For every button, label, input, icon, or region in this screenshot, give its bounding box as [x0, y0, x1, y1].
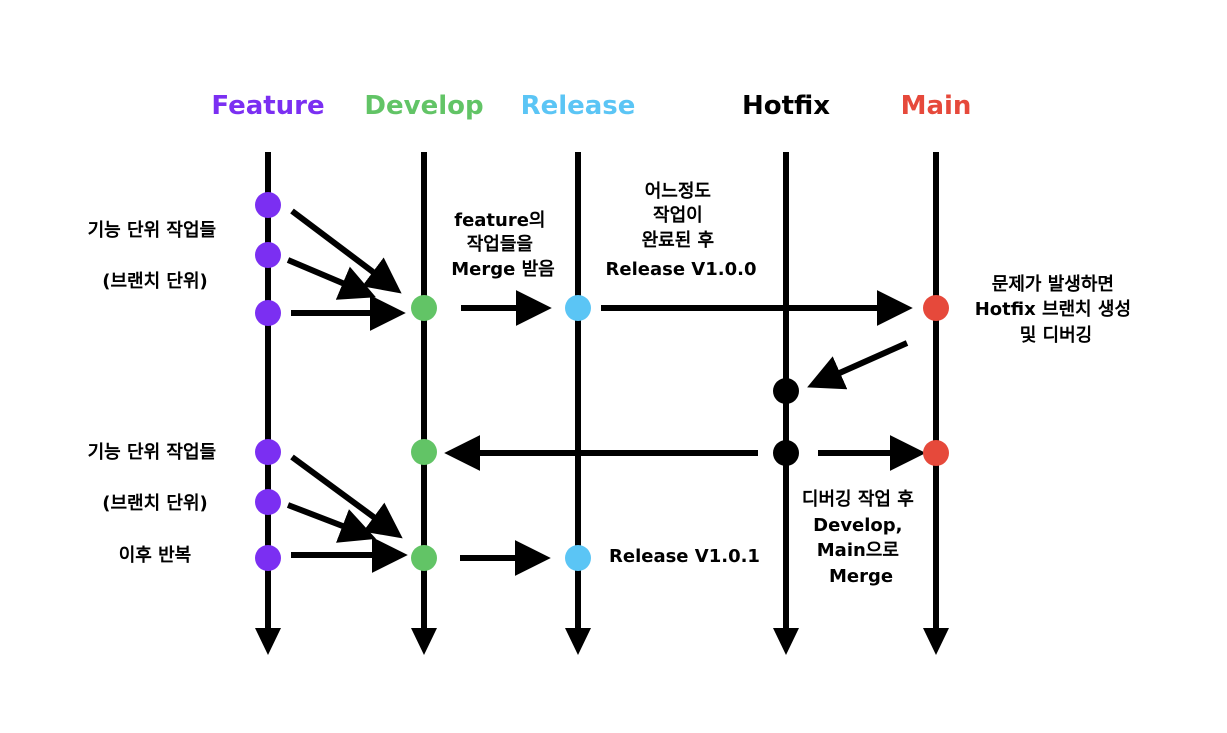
lane-title-main: Main: [901, 91, 972, 121]
note-hotfix-merge: 디버깅 작업 후 Develop, Main으로 Merge: [802, 489, 920, 587]
lane-arrowhead-hotfix: [773, 628, 799, 655]
note-release-2: Release V1.0.1: [609, 546, 760, 567]
hotfix-commit-node: [773, 440, 799, 466]
lane-arrowhead-develop: [411, 628, 437, 655]
main-commit-node: [923, 295, 949, 321]
arrow-feature5-to-develop: [286, 502, 377, 543]
flow-arrows: [286, 208, 926, 576]
release-commit-node: [565, 295, 591, 321]
lane-title-feature: Feature: [211, 91, 324, 121]
develop-commit-node: [411, 439, 437, 465]
lane-title-hotfix: Hotfix: [742, 91, 830, 121]
feature-commit-node: [255, 545, 281, 571]
arrow-feature1-to-develop: [290, 208, 402, 294]
lane-arrowhead-main: [923, 628, 949, 655]
feature-commit-node: [255, 192, 281, 218]
main-commit-node: [923, 440, 949, 466]
release-commit-node: [565, 545, 591, 571]
commit-nodes: [255, 192, 949, 571]
feature-commit-node: [255, 489, 281, 515]
hotfix-commit-node: [773, 378, 799, 404]
note-hotfix-create: 문제가 발생하면 Hotfix 브랜치 생성 및 디버깅: [975, 274, 1138, 346]
lane-arrowhead-feature: [255, 628, 281, 655]
note-feature-work-1: 기능 단위 작업들 (브랜치 단위): [88, 220, 223, 292]
lane-arrowhead-release: [565, 628, 591, 655]
note-repeat: 이후 반복: [119, 545, 192, 566]
arrow-feature4-to-develop: [290, 454, 403, 539]
feature-commit-node: [255, 439, 281, 465]
lane-title-release: Release: [521, 91, 636, 121]
lane-title-develop: Develop: [364, 91, 483, 121]
feature-commit-node: [255, 300, 281, 326]
develop-commit-node: [411, 295, 437, 321]
note-develop-merge: feature의 작업들을 Merge 받음: [451, 210, 554, 280]
develop-commit-node: [411, 545, 437, 571]
note-release-done: 어느정도 작업이 완료된 후 Release V1.0.0: [606, 181, 757, 280]
arrow-feature2-to-develop: [286, 257, 376, 300]
note-feature-work-2: 기능 단위 작업들 (브랜치 단위): [88, 442, 223, 514]
feature-commit-node: [255, 242, 281, 268]
arrow-main-to-hotfix: [807, 340, 909, 390]
